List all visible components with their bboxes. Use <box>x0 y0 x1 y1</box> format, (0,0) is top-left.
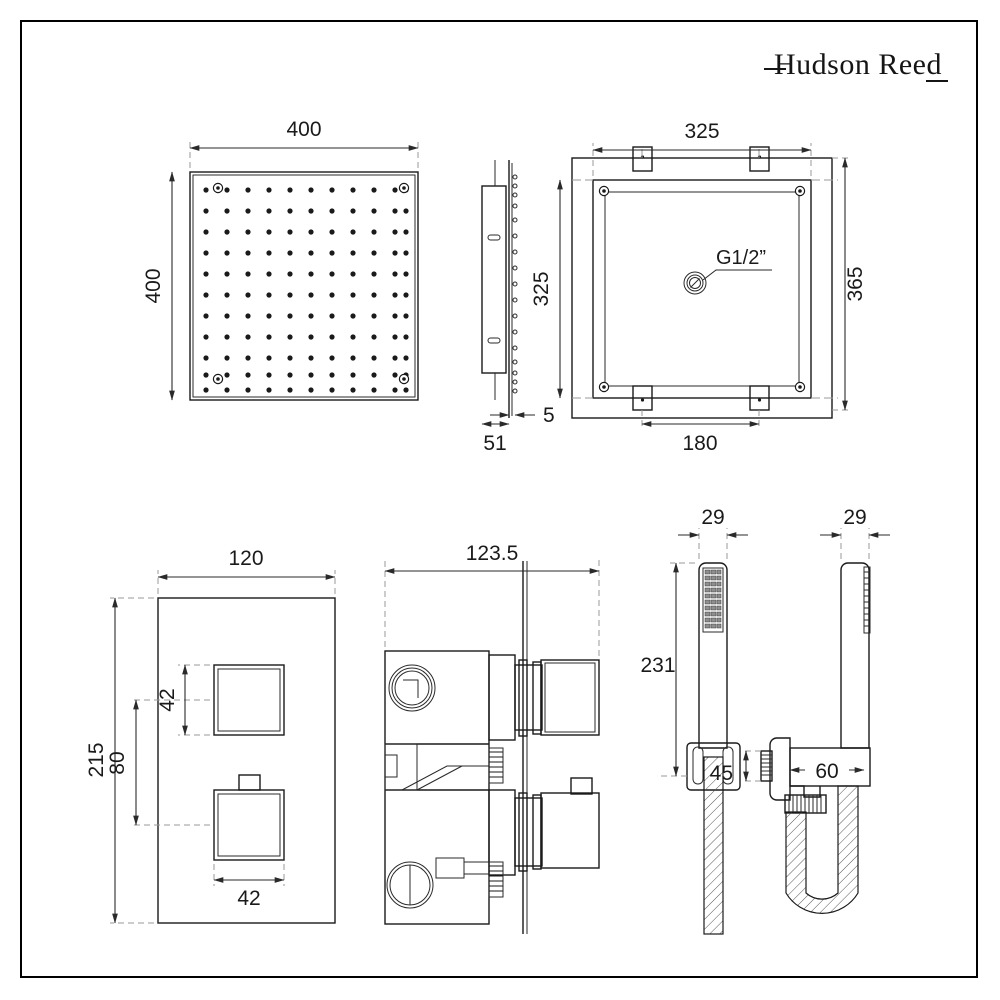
wall-outlet-elbow <box>760 737 871 801</box>
logo-left-stroke <box>764 68 786 70</box>
logo-right-stroke <box>926 80 948 82</box>
corner-screw <box>398 182 410 194</box>
dim-plate-inner-width: 325 <box>684 120 719 143</box>
plate-corner-screw <box>794 381 806 393</box>
dim-tab-spacing: 180 <box>682 432 717 455</box>
dim-handle-spacing: 80 <box>106 751 129 774</box>
dim-handle-size-horizontal: 42 <box>237 887 260 910</box>
valve-side-knurl <box>488 747 504 784</box>
nozzle-row <box>203 250 409 256</box>
dim-outlet-projection: 60 <box>815 760 838 783</box>
nozzle-row <box>203 292 409 298</box>
plate-corner-screw <box>598 185 610 197</box>
valve-side-lower-port <box>386 861 434 909</box>
nozzle-row <box>203 229 409 235</box>
dim-shower-head-height: 400 <box>142 268 165 303</box>
dim-handle-size-vertical: 42 <box>156 688 179 711</box>
brand-logo: Hudson Reed <box>760 48 960 92</box>
nozzle-row <box>203 313 409 319</box>
label-inlet-thread: G1/2” <box>716 247 766 269</box>
dim-handset-side-width: 29 <box>843 506 866 529</box>
view-handset-side: 29 45 60 <box>710 506 890 914</box>
valve-side-upper-port <box>388 664 436 712</box>
nozzle-row <box>203 355 409 361</box>
plate-corner-screw <box>794 185 806 197</box>
handset-side-nozzle-strip <box>863 566 871 634</box>
dim-plate-thickness: 5 <box>543 404 555 427</box>
corner-screw <box>212 373 224 385</box>
view-handset-front: 29 231 <box>640 506 748 935</box>
dim-handset-width: 29 <box>701 506 724 529</box>
nozzle-row <box>203 387 409 393</box>
nozzle-row <box>203 187 409 193</box>
valve-handle-lower <box>213 774 285 861</box>
dim-plate-outer-height: 365 <box>844 266 867 301</box>
dim-shower-head-width: 400 <box>286 118 321 141</box>
dim-plate-inner-height: 325 <box>530 271 553 306</box>
nozzle-row <box>203 208 409 214</box>
handset-spray-nozzles <box>704 569 722 629</box>
valve-side-knurl <box>488 861 504 898</box>
nozzle-grid <box>203 187 409 393</box>
water-inlet <box>683 271 707 295</box>
dim-valve-height: 215 <box>85 742 108 777</box>
view-valve-front: 120 215 80 42 42 <box>85 547 336 924</box>
nozzle-row <box>203 271 409 277</box>
corner-screw <box>398 373 410 385</box>
view-valve-side: 123.5 <box>384 542 600 934</box>
side-nozzle-bumps <box>512 174 518 394</box>
nozzle-row <box>203 334 409 340</box>
corner-screw <box>212 182 224 194</box>
valve-side-upper-spindle <box>488 654 600 741</box>
dim-valve-depth: 123.5 <box>466 542 519 565</box>
dim-handset-length: 231 <box>640 654 675 677</box>
dim-valve-width: 120 <box>228 547 263 570</box>
view-ceiling-plate-top: G1/2” 325 325 365 180 <box>530 120 867 455</box>
dim-shower-head-depth: 51 <box>483 432 506 455</box>
brand-name: Hudson Reed <box>774 48 942 81</box>
drawing-border <box>20 20 978 978</box>
valve-handle-upper <box>213 664 285 736</box>
nozzle-row <box>203 372 409 378</box>
view-shower-head-front: 400 400 <box>142 118 419 401</box>
valve-side-lower-spindle <box>488 777 600 876</box>
view-shower-head-side: 51 5 <box>481 160 555 455</box>
plate-corner-screw <box>598 381 610 393</box>
dim-outlet-depth: 45 <box>710 762 733 785</box>
